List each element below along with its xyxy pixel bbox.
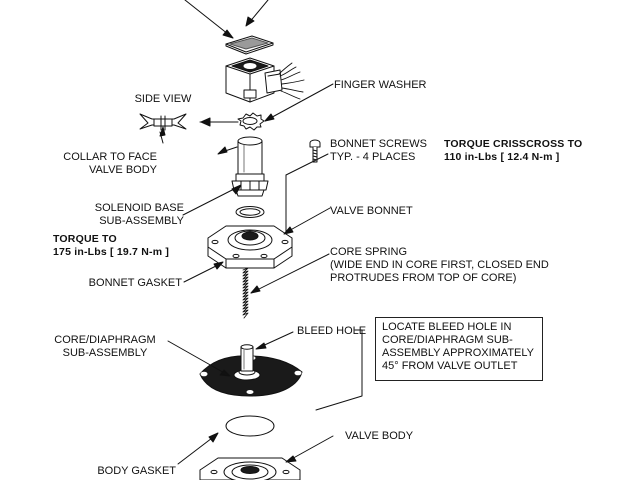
bonnet-screws-label: BONNET SCREWS TYP. - 4 PLACES [330, 138, 427, 163]
body-gasket-part [177, 415, 275, 465]
core-diaphragm-label: CORE/DIAPHRAGM SUB-ASSEMBLY [54, 334, 156, 359]
valve-bonnet-part [183, 207, 331, 283]
body-gasket-label: BODY GASKET [97, 465, 176, 477]
collar-label: COLLAR TO FACE VALVE BODY [63, 151, 157, 176]
finger-washer-label: FINGER WASHER [334, 79, 427, 91]
top-leader-lines [184, 0, 269, 39]
nameplate-part [225, 35, 274, 55]
valve-body-part [199, 435, 334, 480]
core-spring-part [242, 253, 330, 319]
solenoid-coil-part [225, 57, 305, 103]
valve-body-label: VALVE BODY [345, 430, 414, 442]
torque-crisscross-label: TORQUE CRISSCROSS TO 110 in-Lbs [ 12.4 N… [444, 138, 583, 163]
bleed-hole-note: LOCATE BLEED HOLE IN CORE/DIAPHRAGM SUB-… [375, 317, 543, 381]
valve-bonnet-label: VALVE BONNET [330, 205, 413, 217]
solenoid-base-part [182, 136, 269, 216]
torque-to-label: TORQUE TO 175 in-Lbs [ 19.7 N-m ] [53, 233, 170, 258]
side-view-detail [139, 113, 239, 144]
core-diaphragm-part [167, 329, 363, 411]
core-spring-label: CORE SPRING (WIDE END IN CORE FIRST, CLO… [330, 246, 549, 284]
bonnet-gasket-label: BONNET GASKET [88, 277, 182, 289]
bleed-hole-label: BLEED HOLE [297, 325, 367, 337]
bonnet-screw-part [285, 139, 329, 233]
bonnet-gasket-ring [235, 206, 265, 218]
finger-washer-part [237, 83, 334, 131]
side-view-label: SIDE VIEW [134, 93, 192, 105]
solenoid-base-label: SOLENOID BASE SUB-ASSEMBLY [94, 202, 184, 227]
